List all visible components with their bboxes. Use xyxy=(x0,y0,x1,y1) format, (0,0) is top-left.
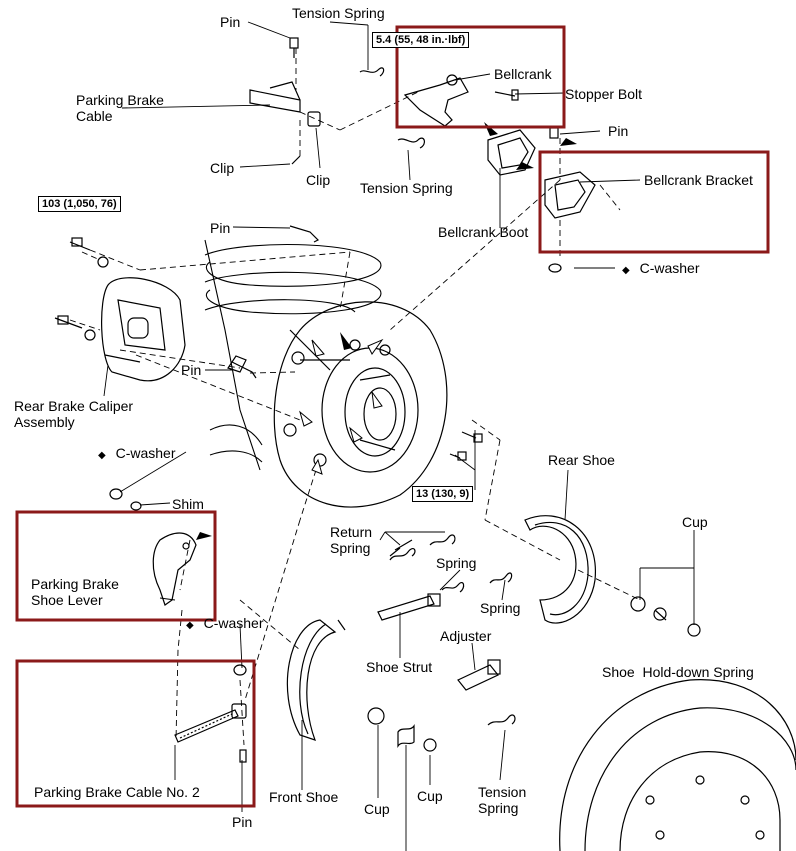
label-clip-right: Clip xyxy=(306,172,331,188)
label-rear-brake-caliper: Rear Brake Caliper Assembly xyxy=(14,398,133,430)
label-c-washer-right-text: C-washer xyxy=(639,260,700,276)
label-c-washer-right: ◆ C-washer xyxy=(622,260,700,279)
label-return-spring: Return Spring xyxy=(330,524,372,556)
label-parking-brake-shoe-lever: Parking Brake Shoe Lever xyxy=(31,576,119,608)
label-shim: Shim xyxy=(172,496,204,512)
label-return-spring-text: Return Spring xyxy=(330,524,373,556)
c-washer-shim xyxy=(109,488,142,511)
label-c-washer-left: ◆ C-washer xyxy=(98,445,176,464)
label-cup-bottom-left: Cup xyxy=(364,801,390,817)
label-parking-brake-cable: Parking Brake Cable xyxy=(76,92,164,124)
label-shoe-hold-down-spring: Shoe Hold-down Spring xyxy=(602,664,754,680)
label-rear-shoe: Rear Shoe xyxy=(548,452,615,468)
label-parking-brake-shoe-lever-text: Parking Brake Shoe Lever xyxy=(31,576,119,608)
label-pin-mid: Pin xyxy=(210,220,231,236)
cups xyxy=(367,596,701,752)
pins xyxy=(227,225,320,379)
leader-lines xyxy=(103,21,695,851)
highlight-shoe-lever xyxy=(15,510,217,622)
outline-arrows xyxy=(299,338,384,475)
label-stopper-bolt: Stopper Bolt xyxy=(565,86,643,102)
label-adjuster: Adjuster xyxy=(440,628,492,644)
label-cup-bottom-right: Cup xyxy=(417,788,443,804)
spec-bellcrank-torque: 5.4 (55, 48 in.·lbf) xyxy=(372,32,470,48)
label-parking-brake-cable-no2: Parking Brake Cable No. 2 xyxy=(34,784,200,800)
label-c-washer-lower-text: C-washer xyxy=(203,615,264,631)
label-pin-bottom: Pin xyxy=(232,814,253,830)
shoe-strut xyxy=(377,593,441,621)
label-cup-right: Cup xyxy=(682,514,708,530)
highlight-bellcrank-bracket xyxy=(538,150,770,254)
label-clip-left: Clip xyxy=(210,160,235,176)
spec-caliper-torque: 103 (1,050, 76) xyxy=(38,196,121,212)
parking-brake-cable-no2 xyxy=(174,664,247,763)
label-tension-spring-bottom-text: Tension Spring xyxy=(478,784,527,816)
label-bellcrank: Bellcrank xyxy=(494,66,552,82)
bellcrank xyxy=(397,74,519,149)
label-rear-brake-caliper-text: Rear Brake Caliper Assembly xyxy=(14,398,134,430)
label-parking-brake-cable-text: Parking Brake Cable xyxy=(76,92,164,124)
label-bellcrank-boot: Bellcrank Boot xyxy=(438,224,529,240)
springs xyxy=(389,534,516,748)
rear-shoe xyxy=(524,515,596,624)
front-shoe xyxy=(286,619,346,741)
highlight-boxes xyxy=(15,25,770,808)
label-c-washer-lower: ◆ C-washer xyxy=(186,615,264,634)
rear-brake-caliper xyxy=(54,237,186,382)
label-bellcrank-bracket: Bellcrank Bracket xyxy=(644,172,753,188)
label-pin-top: Pin xyxy=(220,14,241,30)
highlight-cable-no2 xyxy=(15,659,256,808)
highlight-bellcrank xyxy=(395,25,566,129)
non-reusable-icon: ◆ xyxy=(186,620,194,631)
label-spring-upper: Spring xyxy=(436,555,477,571)
hub-bolts xyxy=(449,431,483,461)
label-pin-caliper: Pin xyxy=(181,362,202,378)
label-front-shoe: Front Shoe xyxy=(269,789,339,805)
non-reusable-icon: ◆ xyxy=(622,265,630,276)
non-reusable-icon: ◆ xyxy=(98,450,106,461)
backing-plate xyxy=(273,301,448,508)
label-spring-lower: Spring xyxy=(480,600,521,616)
label-tension-spring-mid: Tension Spring xyxy=(360,180,453,196)
bellcrank-bracket xyxy=(544,171,596,273)
parking-brake-shoe-lever xyxy=(152,532,197,606)
adjuster xyxy=(457,659,501,691)
label-shoe-strut: Shoe Strut xyxy=(366,659,433,675)
label-c-washer-left-text: C-washer xyxy=(115,445,176,461)
label-tension-spring-top: Tension Spring xyxy=(292,5,385,21)
brake-drum xyxy=(559,679,796,851)
label-pin-right: Pin xyxy=(608,123,629,139)
label-tension-spring-bottom: Tension Spring xyxy=(478,784,526,816)
parking-brake-cable-assembly xyxy=(249,37,385,165)
spec-hub-torque: 13 (130, 9) xyxy=(412,486,474,502)
